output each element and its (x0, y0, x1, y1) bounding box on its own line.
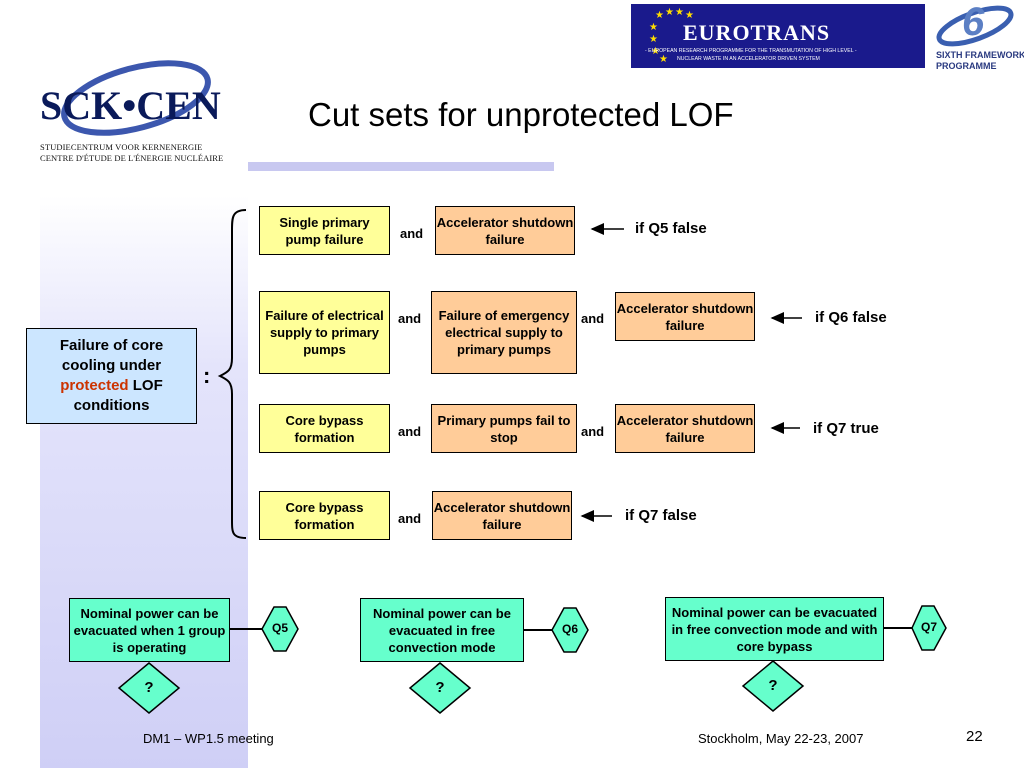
q7-label: Q7 (920, 620, 937, 634)
row1-condition: if Q5 false (635, 220, 707, 237)
row3-and-1: and (398, 424, 422, 439)
fp6-swirl-icon (936, 5, 1014, 47)
row4-and-1: and (398, 511, 422, 526)
eurotrans-logo: ★★★★ ★★★★ EUROTRANS - EUROPEAN RESEARCH … (631, 4, 925, 68)
question-box-q7: Nominal power can be evacuated in free c… (665, 597, 884, 661)
row3-event-1: Core bypass formation (259, 404, 390, 453)
fp6-line-2: PROGRAMME (936, 61, 997, 71)
q6-node (551, 607, 589, 653)
top-event-line-2: cooling under (61, 357, 162, 374)
row2-and-2: and (581, 311, 605, 326)
q5-label: Q5 (271, 621, 288, 635)
top-event-highlight: protected (60, 377, 129, 394)
top-event-line-1: Failure of core (59, 337, 164, 354)
row1-and-1: and (400, 226, 424, 241)
row3-and-2: and (581, 424, 605, 439)
footer-left: DM1 – WP1.5 meeting (143, 731, 274, 746)
row2-event-3: Accelerator shutdown failure (615, 292, 755, 341)
row1-event-1: Single primary pump failure (259, 206, 390, 255)
eurotrans-sub-2: NUCLEAR WASTE IN AN ACCELERATOR DRIVEN S… (677, 56, 820, 62)
row2-condition: if Q6 false (815, 309, 887, 326)
svg-text:★: ★ (655, 10, 664, 21)
diamond-q6-label: ? (435, 679, 445, 696)
question-box-q6: Nominal power can be evacuated in free c… (360, 598, 524, 662)
svg-text:★: ★ (685, 10, 694, 21)
eurotrans-name: EUROTRANS (683, 20, 831, 45)
row2-and-1: and (398, 311, 422, 326)
top-event-line-3: LOF (132, 377, 163, 394)
footer-center: Stockholm, May 22-23, 2007 (698, 731, 864, 746)
row1-event-2: Accelerator shutdown failure (435, 206, 575, 255)
svg-text:★: ★ (659, 54, 668, 65)
svg-text:★: ★ (675, 7, 684, 18)
row4-event-1: Core bypass formation (259, 491, 390, 540)
title-underline-bar (248, 162, 554, 171)
eurotrans-sub-1: - EUROPEAN RESEARCH PROGRAMME FOR THE TR… (645, 48, 857, 54)
logo-subtitle-2: CENTRE D'ÉTUDE DE L'ÉNERGIE NUCLÉAIRE (40, 153, 224, 163)
diamond-q7 (741, 660, 805, 712)
question-box-q5: Nominal power can be evacuated when 1 gr… (69, 598, 230, 662)
curly-brace (217, 209, 247, 539)
page-title: Cut sets for unprotected LOF (308, 96, 734, 133)
logo-name: SCK•CEN (40, 83, 221, 128)
q5-node (261, 606, 299, 652)
sck-cen-logo: SCK•CEN STUDIECENTRUM VOOR KERNENERGIE C… (36, 50, 236, 170)
eu-stars-icon: ★★★★ ★★★★ (649, 7, 694, 65)
svg-text:★: ★ (665, 7, 674, 18)
q6-label: Q6 (561, 622, 578, 636)
colon-symbol: : (203, 363, 211, 388)
diamond-q7-label: ? (768, 677, 778, 694)
fp6-line-1: SIXTH FRAMEWORK (936, 50, 1024, 60)
diamond-q5 (117, 662, 181, 714)
diamond-q5-label: ? (144, 679, 154, 696)
svg-text:★: ★ (649, 22, 658, 33)
logo-swoosh-icon (61, 60, 211, 136)
diamond-q6 (408, 662, 472, 714)
row3-event-2: Primary pumps fail to stop (431, 404, 577, 453)
svg-text:★: ★ (649, 34, 658, 45)
fp6-logo: 6 SIXTH FRAMEWORK PROGRAMME (930, 0, 1024, 74)
q7-node (911, 605, 947, 651)
row4-condition: if Q7 false (625, 507, 697, 524)
top-event-box: Failure of core cooling under protected … (26, 328, 197, 424)
row3-condition: if Q7 true (813, 420, 879, 437)
row3-event-3: Accelerator shutdown failure (615, 404, 755, 453)
row2-event-1: Failure of electrical supply to primary … (259, 291, 390, 374)
page-number: 22 (966, 728, 983, 745)
row4-event-2: Accelerator shutdown failure (432, 491, 572, 540)
svg-text:★: ★ (651, 46, 660, 57)
top-event-line-4: conditions (73, 397, 150, 414)
row2-event-2: Failure of emergency electrical supply t… (431, 291, 577, 374)
logo-subtitle-1: STUDIECENTRUM VOOR KERNENERGIE (40, 142, 203, 152)
fp6-numeral: 6 (962, 0, 985, 44)
